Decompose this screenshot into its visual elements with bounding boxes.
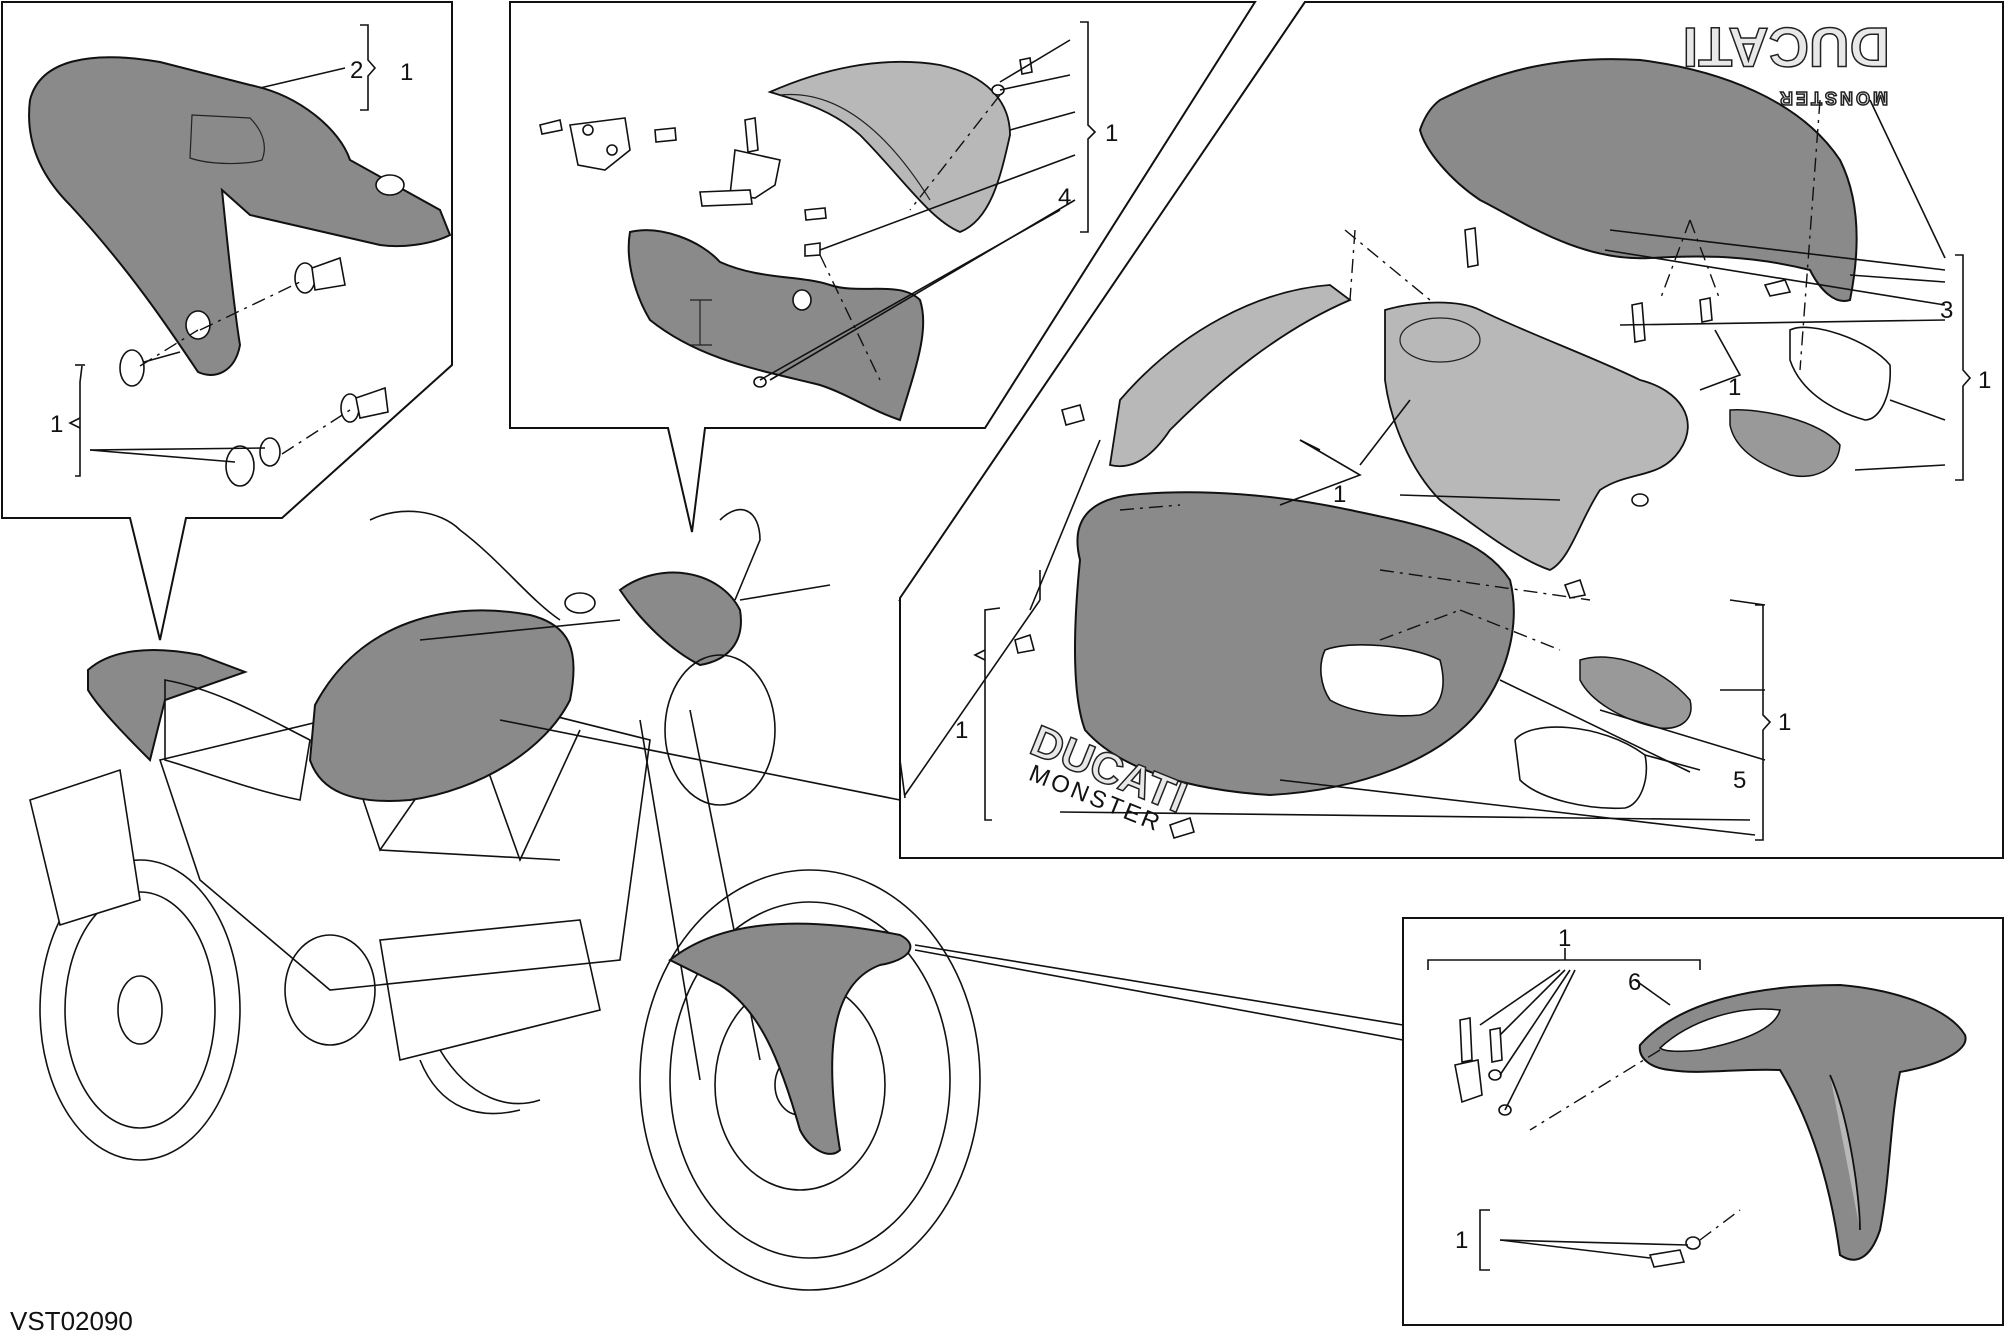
headlight-fairing-panel: 1 4 xyxy=(509,1,1257,533)
overview-front-mudguard xyxy=(668,922,912,1155)
tank-inner-cover-part xyxy=(1384,301,1689,571)
callout-tank-5: 5 xyxy=(1733,767,1746,794)
callout-headlight-4: 4 xyxy=(1058,184,1071,211)
callout-tank-1e: 1 xyxy=(1778,709,1791,736)
tank-side-shield-part xyxy=(1108,284,1352,468)
mesh-insert-right xyxy=(1579,656,1692,729)
callout-tank-1d: 1 xyxy=(955,717,968,744)
callout-seat-1b: 1 xyxy=(50,411,63,438)
decal-model-top: MONSTER xyxy=(1777,88,1888,108)
overview-seat-cowl xyxy=(87,649,248,762)
vent-frame-lower xyxy=(1514,726,1648,810)
callout-tank-3: 3 xyxy=(1940,297,1953,324)
fastener-4 xyxy=(225,437,281,487)
overview-fuel-tank xyxy=(308,609,575,802)
callout-mudguard-1b: 1 xyxy=(1455,1227,1468,1254)
fastener-1 xyxy=(119,349,181,387)
mudguard-panel: 1 6 1 xyxy=(1402,917,2004,1326)
callout-tank-1c: 1 xyxy=(1333,481,1346,508)
callout-mudguard-1a: 1 xyxy=(1558,925,1571,952)
overview-headlight-fairing xyxy=(618,571,742,667)
seat-cover-panel: 2 1 1 xyxy=(1,1,453,641)
tank-top-cover-part xyxy=(1418,58,1858,302)
drawing-code: VST02090 xyxy=(10,1306,133,1336)
vent-frame-upper xyxy=(1789,326,1891,421)
callout-mudguard-6: 6 xyxy=(1628,969,1641,996)
callout-seat-2: 2 xyxy=(350,57,363,84)
headlight-fairing-part xyxy=(627,229,925,422)
callout-tank-1b: 1 xyxy=(1728,374,1741,401)
seat-cowl-part xyxy=(28,56,452,376)
fastener-3 xyxy=(340,386,389,423)
callout-tank-1a: 1 xyxy=(1978,367,1991,394)
tank-covers-panel: DUCATI MONSTER DUCATI MONSTER xyxy=(898,1,2004,859)
mudguard-bracket-part xyxy=(1454,1059,1483,1104)
decal-brand-top: DUCATI xyxy=(1683,16,1890,79)
callout-headlight-1: 1 xyxy=(1105,120,1118,147)
fastener-2 xyxy=(294,256,346,294)
front-mudguard-part xyxy=(1638,983,1967,1261)
motorcycle-overview xyxy=(29,508,1404,1291)
tank-side-panel-part xyxy=(1074,491,1515,797)
mesh-insert-top xyxy=(1729,409,1841,477)
callout-seat-1a: 1 xyxy=(400,59,413,86)
